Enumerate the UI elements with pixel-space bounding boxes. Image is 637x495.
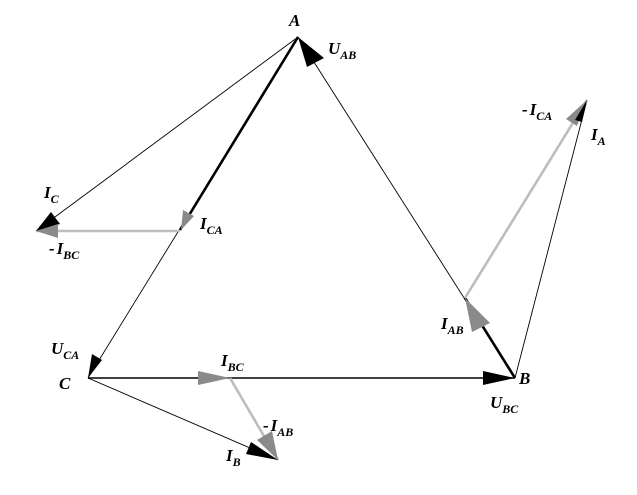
point-label-c: C xyxy=(59,374,71,393)
label-neg-i-ca: -ICA xyxy=(522,100,552,123)
label-i-ab: IAB xyxy=(440,314,464,337)
label-i-c: IC xyxy=(43,183,60,206)
i-ca-arrow xyxy=(181,210,194,230)
i-c-arrow xyxy=(36,212,60,231)
neg-i-bc-arrow xyxy=(36,224,58,238)
label-u-ab: UAB xyxy=(328,39,356,62)
label-neg-i-bc: -IBC xyxy=(49,239,80,262)
u-ab-arrow xyxy=(298,37,324,67)
line-b-to-ia xyxy=(514,99,588,379)
i-b-arrow xyxy=(246,442,278,460)
label-i-ca: ICA xyxy=(199,214,223,237)
label-u-bc: UBC xyxy=(490,393,519,416)
line-neg-ica xyxy=(463,99,589,299)
label-neg-i-ab: -IAB xyxy=(263,416,293,439)
line-a-to-ic xyxy=(35,36,299,232)
label-i-a: IA xyxy=(590,125,606,148)
point-label-b: B xyxy=(518,369,530,388)
i-bc-arrow xyxy=(198,371,230,385)
label-u-ca: UCA xyxy=(51,339,79,362)
line-ica-thick xyxy=(178,36,300,231)
neg-i-ca-arrow xyxy=(566,100,587,126)
neg-i-ab-arrow xyxy=(257,431,278,460)
u-bc-arrow xyxy=(483,371,515,385)
label-i-bc: IBC xyxy=(220,351,245,374)
line-c-to-ib xyxy=(87,377,279,461)
i-ab-arrow xyxy=(465,298,490,332)
point-label-a: A xyxy=(288,11,300,30)
u-ca-arrow xyxy=(88,354,102,378)
label-i-b: IB xyxy=(225,446,241,469)
i-a-arrow xyxy=(575,100,587,122)
